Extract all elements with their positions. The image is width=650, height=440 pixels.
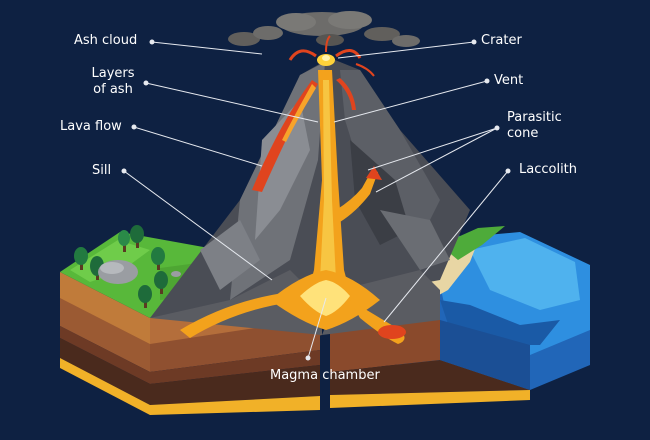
leader-laccolith: [383, 170, 509, 323]
label-magma-chamber: Magma chamber: [270, 368, 380, 383]
label-parasitic-cone-line1: Parasitic: [507, 110, 562, 125]
trees: [74, 225, 181, 308]
leader-ash-cloud: [151, 41, 263, 55]
label-vent: Vent: [494, 73, 524, 88]
label-layers-of-ash-line2: of ash: [93, 82, 133, 97]
leader-parasitic-cone-a: [367, 127, 498, 171]
leader-sill: [123, 170, 273, 281]
label-parasitic-cone: Parasitic cone: [507, 110, 562, 142]
label-layers-of-ash-line1: Layers: [91, 66, 135, 81]
leader-magma-chamber: [307, 297, 327, 359]
leader-lines: [121, 39, 511, 361]
label-sill: Sill: [92, 163, 112, 178]
label-ash-cloud: Ash cloud: [74, 33, 138, 48]
label-laccolith: Laccolith: [519, 162, 578, 177]
leader-vent: [333, 80, 488, 123]
label-parasitic-cone-line2: cone: [507, 126, 539, 141]
leader-layers-of-ash: [145, 82, 319, 123]
leader-lava-flow: [133, 126, 263, 167]
magma-system: [180, 35, 406, 344]
leader-parasitic-cone-b: [375, 127, 498, 193]
leader-crater: [337, 41, 475, 59]
label-lava-flow: Lava flow: [60, 119, 122, 134]
ash-cloud: [228, 11, 420, 47]
label-crater: Crater: [481, 33, 522, 48]
label-layers-of-ash: Layers of ash: [84, 66, 142, 98]
volcano-cone: [150, 58, 470, 318]
